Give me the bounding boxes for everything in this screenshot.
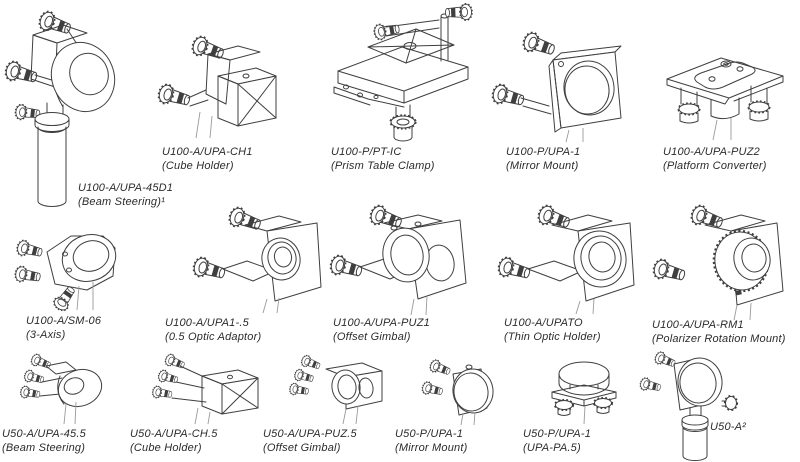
- beam-steering-small-drawing: [19, 352, 103, 425]
- thin-optic-holder-drawing: [495, 202, 635, 315]
- product-label: U100-A/UPA-RM1 (Polarizer Rotation Mount…: [652, 318, 786, 346]
- part-description: (Cube Holder): [130, 442, 202, 454]
- product-label: U100-A/UPA-CH1 (Cube Holder): [162, 145, 253, 173]
- part-number: U100-P/UPA-1: [506, 146, 581, 158]
- part-number: U50-P/UPA-1: [395, 428, 464, 440]
- part-description: (Offset Gimbal): [263, 442, 341, 454]
- offset-gimbal-drawing: [327, 202, 467, 316]
- cube-holder-small-drawing: [151, 352, 259, 425]
- part-description: (Platform Converter): [663, 160, 767, 172]
- polarizer-rotation-mount-drawing: [650, 202, 784, 321]
- product-label: U50-A/UPA-45.5 (Beam Steering): [2, 427, 86, 455]
- part-number: U100-P/PT-IC: [331, 146, 402, 158]
- part-description: (3-Axis): [26, 329, 66, 341]
- mirror-mount-small-drawing: [420, 357, 494, 426]
- pedestal-post-mount-drawing: [638, 349, 739, 461]
- part-number: U50-A/UPA-PUZ.5: [263, 428, 357, 440]
- product-label: U100-A/UPA-45D1 (Beam Steering)¹: [78, 181, 173, 209]
- part-description: (Beam Steering): [2, 442, 86, 454]
- cube-holder-drawing: [155, 33, 277, 139]
- part-number: U100-A/UPA-PUZ2: [663, 146, 760, 158]
- part-number: U50-A²: [710, 421, 747, 433]
- part-description: (Cube Holder): [162, 160, 234, 172]
- part-description: (Mirror Mount): [395, 442, 468, 454]
- product-label: U100-A/UPA1-.5 (0.5 Optic Adaptor): [165, 316, 261, 344]
- part-number: U50-P/UPA-1: [523, 428, 592, 440]
- part-number: U100-A/UPA-RM1: [652, 319, 744, 331]
- product-label: U100-P/UPA-1 (Mirror Mount): [506, 145, 580, 173]
- part-number: U100-A/UPA-PUZ1: [333, 317, 430, 329]
- part-description: (Prism Table Clamp): [331, 160, 435, 172]
- part-number: U100-A/UPA1-.5: [165, 317, 249, 329]
- product-label: U50-A/UPA-CH.5 (Cube Holder): [130, 427, 218, 455]
- part-description: (Thin Optic Holder): [504, 331, 601, 343]
- product-label: U100-P/PT-IC (Prism Table Clamp): [331, 145, 435, 173]
- product-label: U50-P/UPA-1 (UPA-PA.5): [523, 427, 591, 455]
- product-label: U100-A/SM-06 (3-Axis): [26, 314, 101, 342]
- part-number: U50-A/UPA-CH.5: [130, 428, 218, 440]
- part-description: (Beam Steering)¹: [78, 196, 165, 208]
- prism-table-clamp-drawing: [333, 2, 474, 142]
- platform-adapter-small-drawing: [551, 361, 617, 425]
- product-label: U50-A²: [710, 420, 746, 434]
- three-axis-mount-drawing: [13, 234, 117, 314]
- part-description: (Polarizer Rotation Mount): [652, 333, 786, 345]
- product-label: U100-A/UPATO (Thin Optic Holder): [504, 316, 601, 344]
- part-description: (Mirror Mount): [506, 160, 579, 172]
- part-description: (0.5 Optic Adaptor): [165, 331, 262, 343]
- product-label: U50-A/UPA-PUZ.5 (Offset Gimbal): [263, 427, 357, 455]
- mirror-mount-drawing: [489, 29, 622, 143]
- part-description: (UPA-PA.5): [523, 442, 581, 454]
- optic-adaptor-drawing: [190, 204, 322, 314]
- part-number: U100-A/UPATO: [504, 317, 583, 329]
- part-number: U100-A/SM-06: [26, 315, 102, 327]
- beam-steering-large-drawing: [2, 8, 116, 207]
- product-label: U100-A/UPA-PUZ2 (Platform Converter): [663, 145, 767, 173]
- part-number: U100-A/UPA-45D1: [78, 182, 174, 194]
- offset-gimbal-small-drawing: [288, 353, 383, 425]
- platform-converter-drawing: [666, 57, 784, 141]
- product-label: U100-A/UPA-PUZ1 (Offset Gimbal): [333, 316, 430, 344]
- part-number: U50-A/UPA-45.5: [2, 428, 86, 440]
- part-description: (Offset Gimbal): [333, 331, 411, 343]
- part-number: U100-A/UPA-CH1: [162, 146, 253, 158]
- product-label: U50-P/UPA-1 (Mirror Mount): [395, 427, 467, 455]
